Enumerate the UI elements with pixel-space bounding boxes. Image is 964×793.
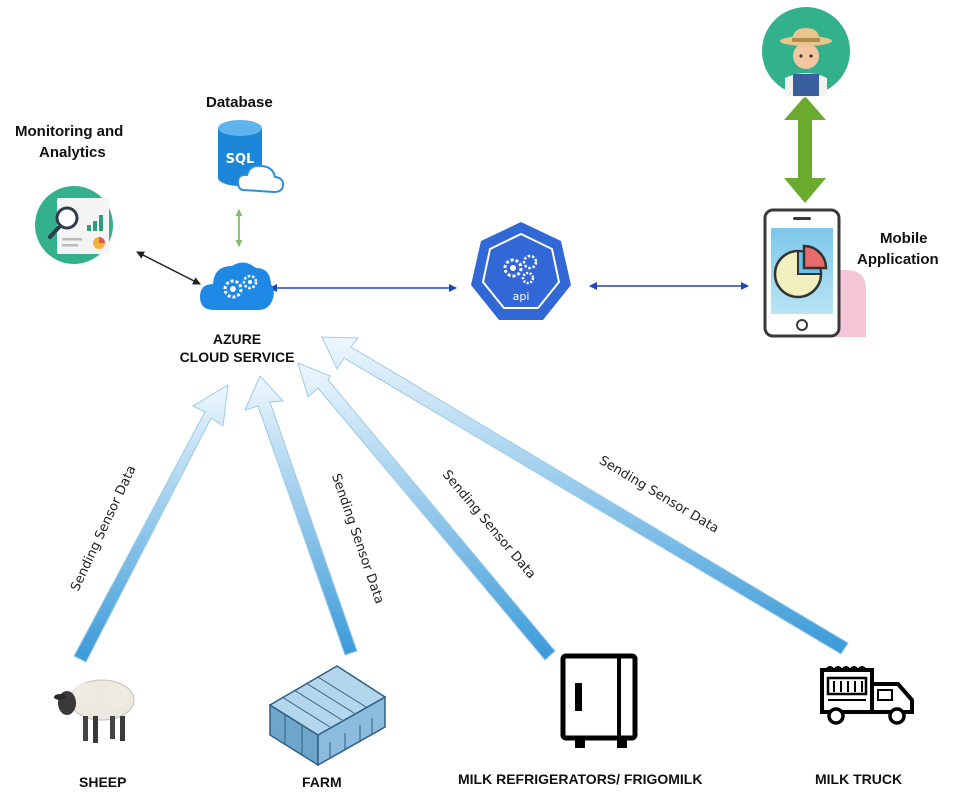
sheep-icon xyxy=(54,679,135,743)
api-label: api xyxy=(513,290,530,303)
azure-label-line1: AZURE xyxy=(212,331,262,347)
sensor-arrow-sheep xyxy=(73,384,229,663)
sheep-label: SHEEP xyxy=(79,774,127,790)
sensor-label-farm: Sending Sensor Data xyxy=(328,472,387,606)
monitoring-azure-connector xyxy=(136,251,201,285)
analytics-icon xyxy=(35,186,113,264)
api-icon: api xyxy=(471,222,571,320)
mobile-label-line1: Mobile xyxy=(880,230,928,247)
sql-label: SQL xyxy=(226,152,255,167)
monitoring-label-line1: Monitoring and xyxy=(15,123,124,140)
database-label: Database xyxy=(206,94,273,111)
greenhouse-icon xyxy=(268,665,387,767)
sensor-label-truck: Sending Sensor Data xyxy=(596,453,721,536)
sql-database-icon: SQL xyxy=(218,120,285,194)
azure-label-line2: CLOUD SERVICE xyxy=(179,349,295,365)
sensor-arrow-fridge xyxy=(297,362,556,661)
mobile-app-icon xyxy=(763,208,866,338)
farmer-mobile-arrow xyxy=(784,96,826,203)
mobile-label-line2: Application xyxy=(857,251,939,268)
fridge-label: MILK REFRIGERATORS/ FRIGOMILK xyxy=(458,771,703,787)
monitoring-label-line2: Analytics xyxy=(39,144,106,161)
farm-label: FARM xyxy=(302,774,342,790)
sensor-label-fridge: Sending Sensor Data xyxy=(439,468,538,582)
azure-cloud-icon xyxy=(200,262,274,310)
farmer-icon xyxy=(762,7,850,98)
fridge-icon xyxy=(560,653,638,748)
food-truck-icon xyxy=(820,666,914,725)
sensor-arrow-truck xyxy=(321,336,849,655)
sensor-arrow-farm xyxy=(244,375,358,656)
truck-label: MILK TRUCK xyxy=(815,771,903,787)
